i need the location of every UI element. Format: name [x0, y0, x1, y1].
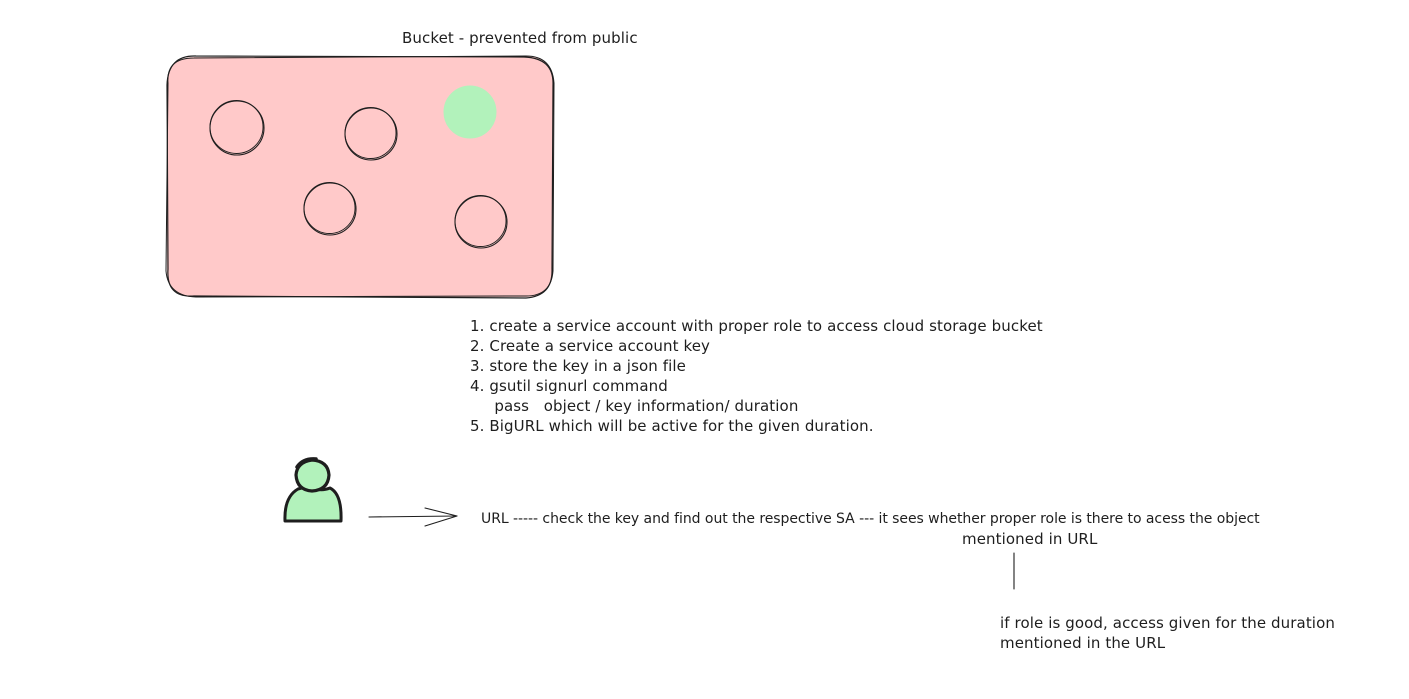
step-3: 3. store the key in a json file [470, 357, 686, 375]
step-2: 2. Create a service account key [470, 337, 711, 355]
arrow-right-icon [368, 507, 458, 527]
url-flow-text: URL ----- check the key and find out the… [481, 511, 1260, 527]
step-4: 4. gsutil signurl command [470, 377, 668, 395]
url-flow-text-continued: mentioned in URL [962, 530, 1098, 548]
user-icon [283, 457, 343, 523]
step-4-detail: pass object / key information/ duration [470, 397, 799, 415]
result-text-line-2: mentioned in the URL [1000, 634, 1166, 652]
bucket-box [165, 55, 555, 299]
steps-list: 1. create a service account with proper … [470, 316, 1043, 436]
object-circle-4 [454, 195, 508, 249]
result-text-line-1: if role is good, access given for the du… [1000, 614, 1335, 632]
bucket-title: Bucket - prevented from public [402, 29, 638, 47]
step-5: 5. BigURL which will be active for the g… [470, 417, 874, 435]
object-circle-highlighted [443, 85, 497, 139]
object-circle-1 [209, 100, 265, 156]
object-circle-2 [344, 107, 398, 161]
step-1: 1. create a service account with proper … [470, 317, 1043, 335]
object-circle-3 [303, 182, 357, 236]
